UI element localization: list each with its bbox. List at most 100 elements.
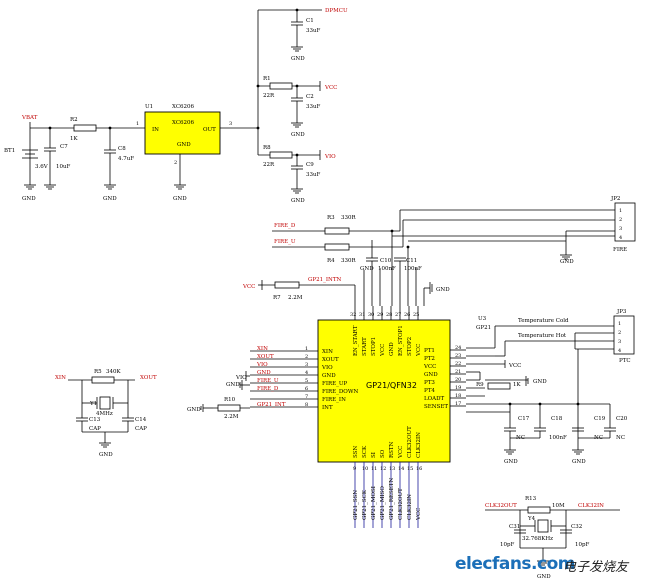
gp21-pin-net: CLK32OUT (398, 488, 404, 520)
svg-text:VCC: VCC (242, 284, 255, 290)
gp21-pin-num: 16 (416, 466, 422, 472)
bt1-ref: BT1 (4, 148, 15, 154)
gp21-pin-net: GP21_INT (257, 402, 286, 408)
svg-text:XIN: XIN (55, 375, 66, 381)
capacitor-c8: C8 4.7uF GND (103, 128, 134, 202)
gp21-pin-label: INT (322, 405, 333, 411)
svg-text:2: 2 (618, 330, 621, 336)
gp21-pin-num: 3 (305, 362, 308, 368)
right-side-components: Temperature Cold Temperature Hot VCC R9 … (466, 318, 614, 445)
gp21-pin-num: 19 (455, 385, 461, 391)
svg-text:GND: GND (291, 56, 305, 62)
gp21-pin-num: 6 (305, 386, 308, 392)
svg-text:GND: GND (560, 259, 574, 265)
svg-text:GND: GND (177, 142, 191, 148)
svg-text:U1: U1 (145, 104, 153, 110)
gp21-pin-num: 11 (371, 466, 377, 472)
gp21-pin-label: CLK32OUT (407, 426, 413, 458)
svg-text:R9: R9 (476, 382, 484, 388)
gp21-pin-label: PT3 (424, 380, 435, 386)
capacitor-c11: C11 100nF (393, 257, 422, 272)
capacitor-c2: C2 33uF GND (290, 86, 321, 138)
svg-text:22R: 22R (263, 93, 275, 99)
gp21-pin-net: VCC (416, 508, 422, 521)
svg-text:C17: C17 (518, 416, 530, 422)
svg-text:C13: C13 (89, 417, 101, 423)
svg-text:4.7uF: 4.7uF (118, 156, 134, 162)
bt1-voltage: 3.6V (35, 164, 49, 170)
svg-text:4: 4 (619, 235, 622, 241)
svg-text:C19: C19 (594, 416, 606, 422)
svg-text:FIRE_D: FIRE_D (274, 223, 296, 229)
svg-text:C7: C7 (60, 144, 68, 150)
svg-text:GND: GND (103, 196, 117, 202)
svg-text:C2: C2 (306, 94, 314, 100)
gp21-chip: GP21/QFN32 U3 GP21 (317, 316, 491, 463)
svg-text:10uF: 10uF (56, 164, 71, 170)
gp21-pin-label: VCC (398, 446, 404, 459)
svg-text:10pF: 10pF (500, 542, 515, 548)
gp21-pin-num: 14 (398, 466, 404, 472)
svg-text:Y1: Y1 (89, 401, 97, 407)
gp21-pin-num: 10 (362, 466, 368, 472)
svg-text:FIRE: FIRE (613, 247, 627, 253)
gp21-pin-num: 5 (305, 378, 308, 384)
svg-text:32.768KHz: 32.768KHz (522, 536, 553, 542)
svg-text:C9: C9 (306, 162, 314, 168)
svg-text:GND: GND (187, 407, 201, 413)
logo-text: elecfans.com (455, 554, 575, 574)
dpmcu-net: DPMCU (325, 8, 348, 14)
svg-text:IN: IN (152, 127, 159, 133)
gp21-pin-label: PT2 (424, 356, 435, 362)
svg-text:GND: GND (572, 459, 586, 465)
svg-text:1K: 1K (70, 136, 78, 142)
gp21-pin-net: XOUT (257, 354, 274, 360)
svg-text:C8: C8 (118, 146, 126, 152)
svg-text:U3: U3 (478, 316, 487, 322)
svg-text:GND: GND (291, 198, 305, 204)
gp21-pin-label: START (362, 337, 368, 356)
svg-text:GND: GND (533, 379, 547, 385)
svg-text:JP3: JP3 (616, 309, 627, 315)
svg-text:C31: C31 (509, 524, 520, 530)
capacitor-c1: DPMCU C1 33uF GND (258, 8, 348, 62)
svg-text:GP21: GP21 (476, 325, 491, 331)
gp21-pin-label: FIRE_UP (322, 381, 348, 387)
gp21-pin-label: XIN (322, 349, 333, 355)
capacitors-c17-c20: C17 NC C18 100nF GND C19 NC C20 NC GND (503, 404, 628, 465)
left-side-components: VIO GND GND R10 2.2M (187, 371, 250, 420)
gp21-pin-net: CLK32IN (407, 494, 413, 520)
svg-text:R10: R10 (224, 397, 236, 403)
gp21-pin-num: 27 (395, 312, 401, 318)
elecfans-logo: elecfans.com 电子发烧友 (455, 552, 645, 576)
gp21-pin-num: 31 (359, 312, 365, 318)
gp21-pin-label: LOADT (424, 396, 445, 402)
gp21-pin-num: 28 (386, 312, 392, 318)
svg-text:3: 3 (618, 339, 621, 345)
svg-text:Temperature Cold: Temperature Cold (518, 318, 569, 324)
gp21-pin-num: 18 (455, 393, 461, 399)
gp21-pin-net: GP21_RESETN (389, 478, 395, 520)
gp21-pin-num: 21 (455, 369, 461, 375)
svg-text:C1: C1 (306, 18, 314, 24)
gp21-pin-label: XOUT (322, 357, 339, 363)
svg-text:R4: R4 (327, 258, 335, 264)
svg-text:OUT: OUT (203, 127, 216, 133)
gp21-pin-label: GND (322, 373, 336, 379)
capacitor-c7: C7 10uF (43, 128, 71, 190)
resistor-r1: R1 22R VCC (258, 76, 337, 99)
gp21-pin-num: 25 (413, 312, 419, 318)
svg-text:R2: R2 (70, 117, 78, 123)
gp21-pin-label: EN_START (353, 325, 359, 356)
svg-text:4: 4 (618, 348, 621, 354)
gp21-top-pins: 32EN_START31START30STOP129VCC28GND27EN_S… (350, 306, 422, 357)
svg-text:GND: GND (173, 196, 187, 202)
gp21-pin-label: VCC (380, 344, 386, 357)
svg-text:Temperature Hot: Temperature Hot (518, 333, 567, 339)
svg-text:C11: C11 (406, 258, 417, 264)
gp21-pin-label: VCC (423, 364, 436, 370)
gp21-bottom-pins: 9SSNGP21_SSN10SCKGP21_SCK11SIGP21_MOSI12… (353, 426, 422, 528)
gp21-pin-num: 2 (305, 354, 308, 360)
